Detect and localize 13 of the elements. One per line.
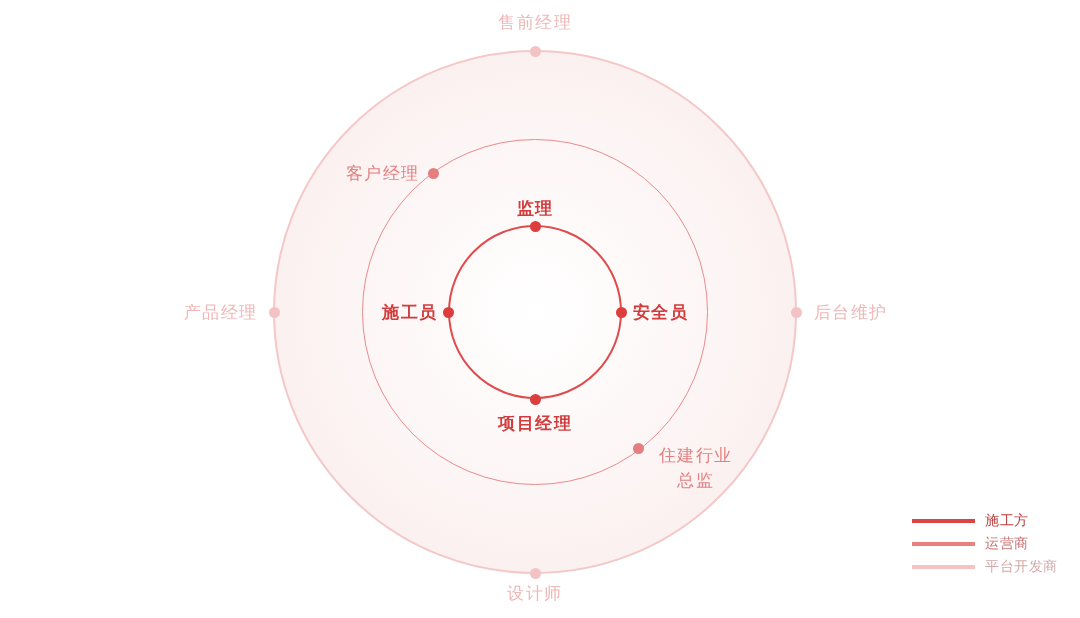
- role-label: 客户经理: [345, 161, 420, 185]
- role-label: 产品经理: [183, 300, 258, 324]
- role-label: 设计师: [507, 581, 563, 605]
- role-label: 监理: [516, 196, 554, 220]
- role-label: 售前经理: [498, 10, 572, 34]
- role-label: 安全员: [632, 300, 688, 324]
- role-label: 住建行业总监: [657, 443, 734, 492]
- role-label: 后台维护: [813, 300, 888, 324]
- legend-label: 施工方: [985, 511, 1029, 530]
- legend-label: 运营商: [985, 534, 1029, 553]
- legend-label: 平台开发商: [985, 557, 1058, 576]
- role-label: 项目经理: [498, 411, 572, 435]
- role-label: 施工员: [382, 300, 438, 324]
